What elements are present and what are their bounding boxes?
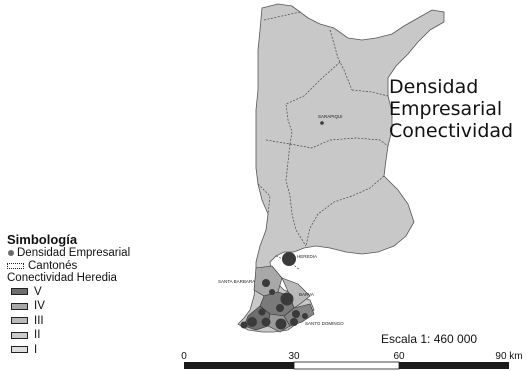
place-label-sarapiqui: SARAPIQUI [318,114,343,119]
scale-tick-label: 90 km [495,351,523,362]
legend-class-label: I [34,343,38,356]
legend-item-label: Densidad Empresarial [17,247,131,259]
legend-class-label: IV [34,300,45,312]
density-dot [276,304,284,312]
swatch-icon [11,346,28,354]
legend-heading: Simbología [7,232,78,247]
legend-class-i: I [11,343,130,358]
density-dot [261,317,271,327]
map-title-line: Empresarial [389,98,503,120]
legend-item-label: Cantonés [28,259,78,272]
legend-item-density: Densidad Empresarial [7,247,130,260]
dot-icon [8,250,14,257]
density-dot [275,318,287,330]
swatch-icon [11,331,28,339]
legend-subheading: Conectividad Heredia [7,272,117,284]
legend-class-iii: III [11,314,130,329]
legend-class-iv: IV [11,299,130,314]
scale-tick-label: 0 [181,351,187,362]
place-label-santa-barbara: SANTA BARBARA [218,279,255,284]
dotted-outline-icon [7,262,24,269]
scale-tick-label: 30 [288,351,300,362]
density-dot [282,252,296,266]
legend-item-cantons: Cantonés [7,260,130,273]
swatch-icon [11,317,28,325]
legend-class-ii: II [11,328,130,343]
legend: Simbología Densidad Empresarial Cantonés… [7,233,130,357]
map-title-line: Densidad [389,76,479,98]
legend-class-label: II [34,329,41,341]
swatch-icon [11,288,28,296]
map-title-line: Conectividad [389,120,514,142]
density-dot [320,121,324,125]
scale-bar [184,361,509,370]
density-dot [262,279,270,287]
density-dot [258,308,266,316]
legend-class-label: V [34,285,42,298]
density-dot [292,310,300,318]
place-label-heredia: HEREDIA [297,254,317,259]
legend-class-label: III [34,314,44,327]
place-label-santo-domingo: SANTO DOMINGO [305,321,344,326]
place-label-barva: BARVA [299,292,314,297]
density-dot [269,289,275,295]
scale-label: Escala 1: 460 000 [381,332,478,346]
density-dot [302,313,308,319]
map-title: Densidad Empresarial Conectividad [389,76,513,142]
density-dot [280,292,294,306]
canton-borders [257,11,389,271]
density-dot [290,318,298,326]
density-dots [240,121,324,330]
scale-tick-label: 60 [393,351,405,362]
place-labels: SARAPIQUI HEREDIA SANTA BARBARA BARVA SA… [218,114,344,326]
swatch-icon [11,302,28,310]
province-heredia-shape [237,3,445,333]
legend-class-v: V [11,285,130,300]
density-dot [247,317,257,327]
density-dot [240,321,248,329]
